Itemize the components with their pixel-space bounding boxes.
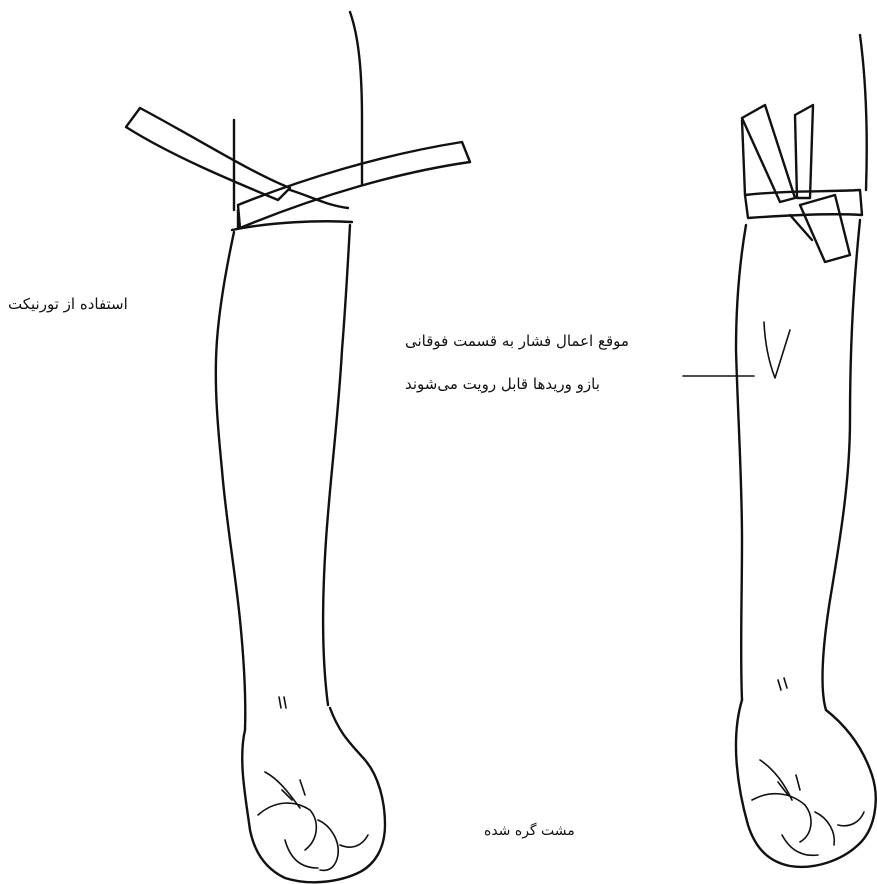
- left-fist: [242, 708, 385, 882]
- right-upper-arm-outline: [860, 35, 867, 190]
- right-wrist-mark: [778, 678, 787, 690]
- fist-label: مشت گره شده: [484, 824, 575, 838]
- right-upper-arm-inner-outline: [742, 120, 745, 195]
- left-wrist-mark: [279, 697, 286, 708]
- right-arm: [736, 35, 876, 867]
- tourniquet-label: استفاده از تورنیکت: [8, 297, 128, 312]
- right-fist: [736, 700, 876, 867]
- left-tourniquet: [126, 108, 470, 230]
- right-tourniquet: [742, 105, 862, 262]
- left-upper-arm-outline: [350, 12, 362, 185]
- right-forearm-outline-left: [736, 225, 746, 700]
- right-forearm-outline-right: [823, 220, 860, 710]
- left-forearm-outline-right: [323, 225, 350, 705]
- left-arm: [126, 12, 470, 882]
- pressure-site-label: موقع اعمال فشار به قسمت فوقانی: [405, 334, 629, 349]
- left-forearm-outline-left: [216, 232, 245, 730]
- veins-visible-label: بازو وریدها قابل رویت می‌شوند: [405, 377, 600, 392]
- visible-vein: [764, 322, 790, 378]
